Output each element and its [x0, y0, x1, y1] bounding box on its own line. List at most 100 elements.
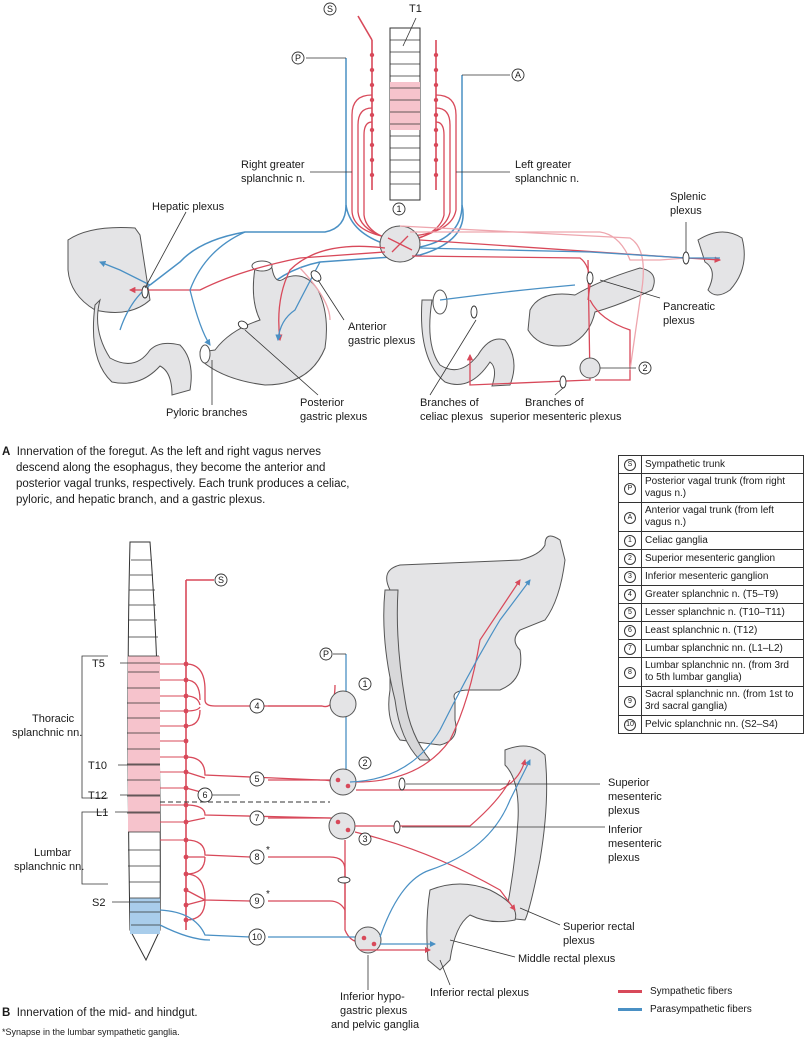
svg-text:*: *: [266, 845, 270, 856]
legend-key-badge: 2: [624, 553, 636, 565]
descending-colon-shape: [504, 745, 548, 921]
caption-a-line-1: Innervation of the foregut. As the left …: [16, 446, 322, 458]
legend-text: Pelvic splanchnic nn. (S2–S4): [641, 715, 804, 734]
svg-text:10: 10: [252, 932, 262, 942]
svg-text:gastric plexus: gastric plexus: [348, 335, 416, 347]
svg-text:Inferior rectal plexus: Inferior rectal plexus: [430, 987, 530, 999]
legend-text: Lumbar splanchnic nn. (from 3rd to 5th l…: [641, 657, 804, 687]
legend-row: 10 Pelvic splanchnic nn. (S2–S4): [618, 715, 804, 734]
pancreas-shape: [527, 267, 655, 347]
sympathetic-swatch: [618, 989, 642, 993]
svg-text:celiac plexus: celiac plexus: [420, 411, 483, 423]
svg-text:Pancreatic: Pancreatic: [663, 301, 715, 313]
svg-text:and pelvic ganglia: and pelvic ganglia: [331, 1019, 420, 1031]
svg-text:3: 3: [362, 834, 367, 844]
svg-text:plexus: plexus: [563, 935, 595, 947]
leader-lines-a: [144, 171, 687, 405]
spleen-shape: [697, 231, 745, 296]
svg-text:2: 2: [642, 363, 647, 373]
svg-text:splanchnic nn.: splanchnic nn.: [14, 861, 84, 873]
panel-a-labels: S T1 P A Right greater splanchnic n. Lef…: [152, 2, 715, 423]
svg-text:P: P: [295, 53, 301, 63]
svg-text:Branches of: Branches of: [420, 397, 480, 409]
bile-duct-opening: [432, 289, 448, 315]
legend-row: 8 Lumbar splanchnic nn. (from 3rd to 5th …: [618, 657, 804, 687]
svg-text:Splenic: Splenic: [670, 191, 707, 203]
svg-text:T10: T10: [88, 760, 107, 772]
caption-a-line-4: pyloric, and hepatic branch, and a gastr…: [16, 494, 266, 506]
svg-text:S: S: [327, 4, 333, 14]
parasympathetic-fibers-a: [98, 231, 720, 346]
legend-key-badge: 8: [624, 666, 636, 679]
legend-key-badge: 10: [624, 719, 636, 731]
svg-text:plexus: plexus: [663, 315, 695, 327]
panel-b-labels: S P T5 Thoracic splanchnic nn. T10 T12 L…: [12, 573, 662, 1031]
rami-b: [160, 663, 186, 841]
caption-b-text: Innervation of the mid- and hindgut.: [16, 1007, 198, 1019]
svg-text:Posterior: Posterior: [300, 397, 344, 409]
legend-key-badge: A: [624, 511, 636, 524]
legend-key: 6: [618, 621, 642, 640]
svg-text:Right greater: Right greater: [241, 159, 305, 171]
svg-text:Thoracic: Thoracic: [32, 713, 75, 725]
svg-text:splanchnic nn.: splanchnic nn.: [12, 727, 82, 739]
svg-text:splanchnic n.: splanchnic n.: [241, 173, 305, 185]
caption-b: B Innervation of the mid- and hindgut.: [2, 1005, 198, 1021]
svg-text:S: S: [218, 575, 224, 585]
legend-text: Inferior mesenteric ganglion: [641, 567, 804, 586]
legend-key: A: [618, 502, 642, 532]
duodenum-right-shape: [421, 299, 515, 387]
svg-text:T1: T1: [409, 3, 422, 15]
svg-text:4: 4: [254, 701, 259, 711]
legend-row: 3 Inferior mesenteric ganglion: [618, 567, 804, 586]
footnote: *Synapse in the lumbar sympathetic gangl…: [2, 1027, 180, 1037]
legend-key: P: [618, 473, 642, 503]
legend-text: Superior mesenteric ganglion: [641, 549, 804, 568]
duodenum-shape: [92, 298, 192, 396]
svg-text:Superior rectal: Superior rectal: [563, 921, 635, 933]
fiber-legend-sympathetic: Sympathetic fibers: [618, 982, 752, 1000]
svg-text:mesenteric: mesenteric: [608, 838, 662, 850]
legend-text: Least splanchnic n. (T12): [641, 621, 804, 640]
svg-text:Hepatic plexus: Hepatic plexus: [152, 201, 225, 213]
svg-text:Pyloric branches: Pyloric branches: [166, 407, 248, 419]
leader-lines-b: [81, 653, 605, 990]
liver-shape: [67, 227, 151, 313]
svg-text:A: A: [515, 70, 521, 80]
sympathetic-ganglia-a: [369, 52, 439, 178]
legend-key: 3: [618, 567, 642, 586]
svg-text:Lumbar: Lumbar: [34, 847, 72, 859]
legend-key-badge: 3: [624, 571, 636, 583]
legend-key-badge: P: [624, 482, 636, 495]
ganglia-b: [328, 690, 382, 954]
rectum-shape: [426, 883, 517, 971]
legend-key: 10: [618, 715, 642, 734]
plexus-markers-b: [337, 777, 406, 884]
fiber-legend-parasympathetic: Parasympathetic fibers: [618, 1000, 752, 1018]
legend-text: Greater splanchnic n. (T5–T9): [641, 585, 804, 604]
caption-a-line-2: descend along the esophagus, they become…: [16, 462, 326, 474]
svg-text:9: 9: [254, 896, 259, 906]
svg-text:Superior: Superior: [608, 777, 650, 789]
svg-text:1: 1: [362, 679, 367, 689]
svg-text:1: 1: [396, 204, 401, 214]
greater-splanchnic-nerves: [351, 94, 457, 243]
legend-text: Sympathetic trunk: [641, 455, 804, 474]
svg-text:gastric plexus: gastric plexus: [300, 411, 368, 423]
svg-text:superior mesenteric plexus: superior mesenteric plexus: [490, 411, 622, 423]
legend-key: 7: [618, 639, 642, 658]
legend-key-badge: 9: [624, 695, 636, 708]
plexus-markers-a: [141, 251, 690, 389]
vertebral-column-b: [127, 541, 161, 962]
svg-text:P: P: [323, 649, 329, 659]
legend-key-badge: 6: [624, 625, 636, 637]
svg-text:plexus: plexus: [608, 805, 640, 817]
legend-key: 4: [618, 585, 642, 604]
pelvic-splanchnic-b: [159, 654, 360, 941]
